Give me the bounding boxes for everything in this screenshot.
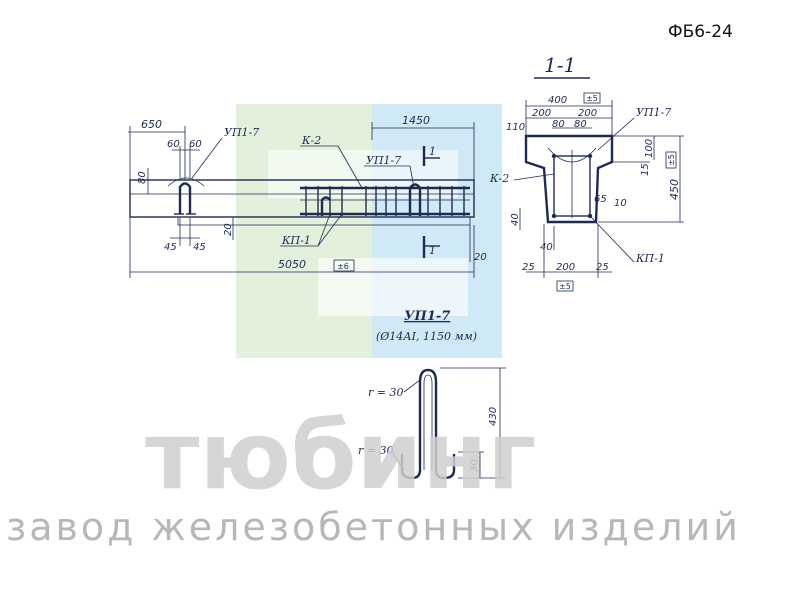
label-up1-7-section: УП1-7: [636, 106, 671, 119]
detail-dim-30: 30: [469, 459, 480, 472]
dim-60-a: 60: [167, 139, 180, 150]
dim-25-a: 25: [522, 262, 535, 273]
detail-loop: [400, 368, 456, 480]
dim-5050-tag: ±6: [337, 262, 349, 271]
logo-background: [236, 104, 502, 358]
label-up1-7-front: УП1-7: [224, 126, 259, 139]
detail-spec: (Ø14АI, 1150 мм): [376, 330, 477, 343]
span-loop-b: [320, 196, 331, 216]
detail-loop-inner: [423, 374, 433, 470]
dim-40-b: 40: [540, 242, 553, 253]
dim-45-a: 45: [164, 242, 177, 253]
dim-450: 450: [668, 179, 681, 200]
dim-100: 100: [644, 139, 655, 158]
span-loop-a: [408, 183, 422, 216]
cage-stirrups: [305, 186, 465, 216]
label-k-2-section: К-2: [489, 172, 509, 185]
beam-end-arc: [167, 177, 205, 187]
logo-cutout-mid: [318, 258, 468, 316]
dim-20-b: 20: [474, 252, 487, 263]
dim-200-b: 200: [578, 108, 597, 119]
detail-r-top: r = 30: [368, 386, 403, 399]
dim-80-a: 80: [552, 119, 565, 130]
dim-200-c: 200: [556, 262, 575, 273]
dim-5050: 5050: [278, 258, 306, 271]
dim-450-tag: ±5: [667, 154, 676, 166]
dim-15: 15: [640, 163, 651, 176]
dim-200-tag: ±5: [559, 282, 571, 291]
section-1-1: 1-1 400 ±5 200 200 80 80 110 450 100: [489, 53, 684, 292]
watermark: тюбинг завод железобетонных изделий: [6, 402, 741, 549]
dim-20-a: 20: [223, 223, 234, 236]
dim-1450: 1450: [402, 114, 430, 127]
watermark-tagline: завод железобетонных изделий: [6, 505, 741, 549]
dim-80-left: 80: [137, 171, 148, 184]
rebar-bottom-left: [551, 213, 557, 219]
dim-400: 400: [548, 95, 567, 106]
dim-110: 110: [506, 122, 525, 133]
label-kp-1-section: КП-1: [635, 252, 665, 265]
beam-bottom-left-recess: [130, 216, 470, 226]
section-title: 1-1: [544, 53, 576, 77]
dim-80-b: 80: [574, 119, 587, 130]
beam-body: [129, 179, 475, 218]
dim-10: 10: [614, 198, 627, 209]
cut-marker-bottom: 1: [429, 244, 436, 257]
dim-40-a: 40: [510, 213, 521, 226]
watermark-brand: тюбинг: [145, 402, 536, 511]
drawing-code: ФБ6-24: [668, 22, 733, 42]
dim-200-a: 200: [532, 108, 551, 119]
front-lifting-loop: [178, 182, 192, 214]
rebar-top-right: [587, 153, 593, 159]
dim-650: 650: [141, 118, 162, 131]
front-view: 1 1 650 1450 60 60 80 45 45 20 20: [128, 114, 487, 278]
rebar-top-left: [551, 153, 557, 159]
dim-45-b: 45: [193, 242, 206, 253]
detail-title: УП1-7: [404, 309, 450, 324]
dim-65: 65: [594, 194, 607, 205]
dim-25-b: 25: [596, 262, 609, 273]
label-k-2-front: К-2: [301, 134, 321, 147]
label-kp-1-front: КП-1: [281, 234, 311, 247]
dim-60-b: 60: [189, 139, 202, 150]
detail-up1-7: УП1-7 (Ø14АI, 1150 мм) 430 30 r = 30 r =…: [358, 309, 506, 480]
dim-400-tag: ±5: [586, 94, 598, 103]
detail-r-bottom: r = 30: [358, 444, 393, 457]
cut-marker-top: 1: [429, 145, 436, 158]
detail-dim-430: 430: [488, 407, 499, 426]
label-up1-7-span: УП1-7: [366, 154, 401, 167]
